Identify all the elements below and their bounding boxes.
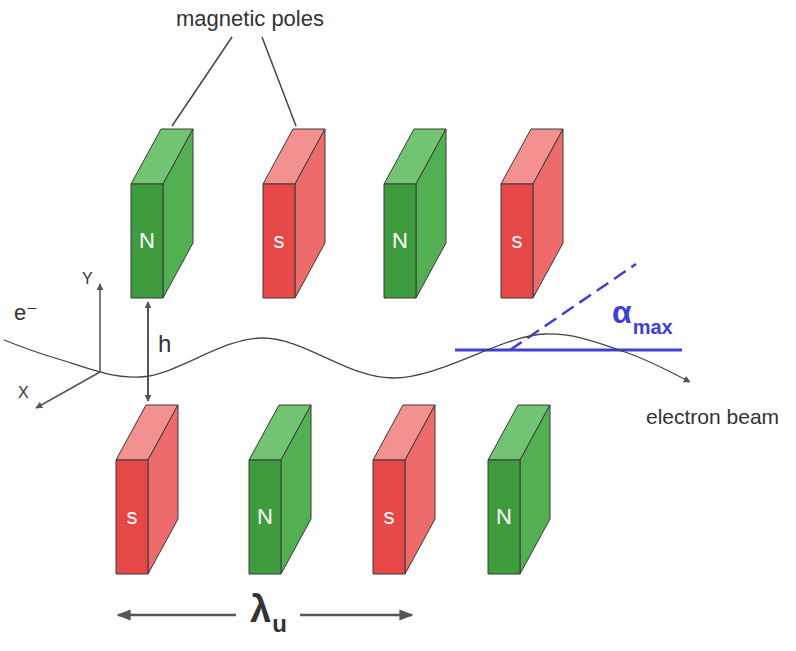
magnet-side-face (295, 129, 325, 298)
magnet-pole: N (131, 184, 163, 298)
angle-subscript: max (633, 316, 673, 339)
pole-letter: s (512, 230, 523, 252)
leader-line (262, 37, 296, 126)
magnet-side-face (533, 129, 563, 298)
magnet-pole: N (488, 460, 520, 574)
magnet-pole: N (384, 184, 416, 298)
callout-label: magnetic poles (176, 6, 324, 31)
magnet-pole: s (373, 460, 405, 574)
gap-symbol: h (158, 330, 171, 358)
pole-letter: N (392, 230, 408, 252)
pole-letter: N (139, 230, 155, 252)
pole-letter: s (384, 506, 395, 528)
period-arrow (118, 614, 236, 617)
magnet-front-face (116, 460, 148, 574)
magnet-pole: s (263, 184, 295, 298)
electron-trajectory (4, 334, 690, 382)
pole-letter: s (274, 230, 285, 252)
angle-symbol: α (612, 294, 632, 331)
magnet-side-face (163, 129, 193, 298)
particle-symbol: e⁻ (14, 300, 38, 325)
period-symbol: λ (250, 588, 271, 632)
magnet-front-face (249, 460, 281, 574)
leader-line (172, 37, 232, 126)
x-axis (36, 372, 100, 408)
axis-name: X (18, 384, 29, 402)
pole-letter: s (127, 506, 138, 528)
magnet-side-face (405, 405, 435, 574)
magnet-front-face (488, 460, 520, 574)
magnet-pole: s (501, 184, 533, 298)
tangent-line (510, 264, 636, 350)
beam-label: electron beam (646, 405, 779, 429)
drawing-lines (4, 37, 690, 615)
y-axis (99, 284, 101, 372)
magnet-side-face (148, 405, 178, 574)
period-subscript: u (272, 610, 287, 638)
period-arrow (300, 614, 412, 617)
magnet-pole: N (249, 460, 281, 574)
axis-name: Y (82, 270, 93, 288)
magnet-front-face (384, 184, 416, 298)
magnet-side-face (281, 405, 311, 574)
magnet-side-face (416, 129, 446, 298)
magnet-side-face (520, 405, 550, 574)
magnet-front-face (373, 460, 405, 574)
pole-letter: N (496, 506, 512, 528)
magnet-front-face (263, 184, 295, 298)
magnet-front-face (131, 184, 163, 298)
gap-arrow (147, 302, 149, 401)
magnet-front-face (501, 184, 533, 298)
pole-letter: N (257, 506, 273, 528)
magnet-pole: s (116, 460, 148, 574)
